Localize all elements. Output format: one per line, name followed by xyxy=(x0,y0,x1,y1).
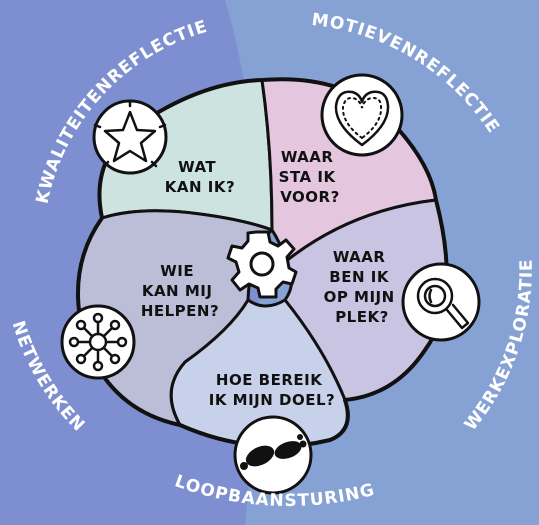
question-work: WAAR BEN IK OP MIJN PLEK? xyxy=(324,248,401,326)
question-qualities: WAT KAN IK? xyxy=(165,158,235,196)
gear-icon xyxy=(226,230,298,299)
question-network: WIE KAN MIJ HELPEN? xyxy=(141,262,219,320)
question-motives: WAAR STA IK VOOR? xyxy=(279,148,342,206)
heart-icon xyxy=(320,73,404,157)
star-icon xyxy=(92,99,168,175)
question-steering: HOE BEREIK IK MIJN DOEL? xyxy=(209,371,336,409)
footprints-icon xyxy=(233,415,313,495)
network-icon xyxy=(60,304,136,380)
magnifier-icon xyxy=(401,262,481,342)
